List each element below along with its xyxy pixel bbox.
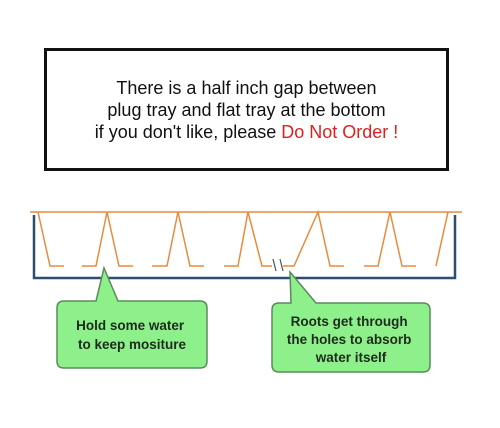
notice-line-3: if you don't like, please Do Not Order !	[95, 121, 399, 143]
callout-left: Hold some water to keep mositure	[56, 265, 208, 369]
drain-hole	[272, 258, 284, 272]
plug-cell	[152, 211, 204, 267]
svg-text:Hold some water to keep: Hold some water to keep mositure	[76, 318, 188, 352]
callout-right-line-3: water itself	[315, 350, 387, 365]
notice-line-2: plug tray and flat tray at the bottom	[107, 99, 386, 120]
callout-right: Roots get through the holes to absorb wa…	[271, 269, 431, 373]
plug-cell	[37, 211, 64, 267]
callout-left-line-2: to keep mositure	[78, 337, 187, 352]
callout-left-line-1: Hold some water	[76, 318, 185, 333]
plug-cell	[364, 211, 416, 267]
notice-warning: Do Not Order !	[281, 121, 399, 142]
callout-right-line-2: the holes to absorb	[287, 332, 412, 347]
plug-cell	[435, 211, 449, 267]
plug-cells	[37, 209, 449, 267]
flat-tray	[32, 215, 457, 280]
notice-line-3-prefix: if you don't like, please	[94, 121, 277, 142]
plug-cell	[224, 211, 272, 267]
svg-text:Roots get through the ho: Roots get through the holes to absorb wa…	[287, 314, 415, 365]
notice-box: There is a half inch gap between plug tr…	[44, 48, 449, 171]
callout-right-line-1: Roots get through	[291, 314, 408, 329]
notice-line-1: There is a half inch gap between	[116, 77, 377, 98]
plug-cell	[283, 209, 344, 267]
plug-cell	[82, 211, 133, 267]
